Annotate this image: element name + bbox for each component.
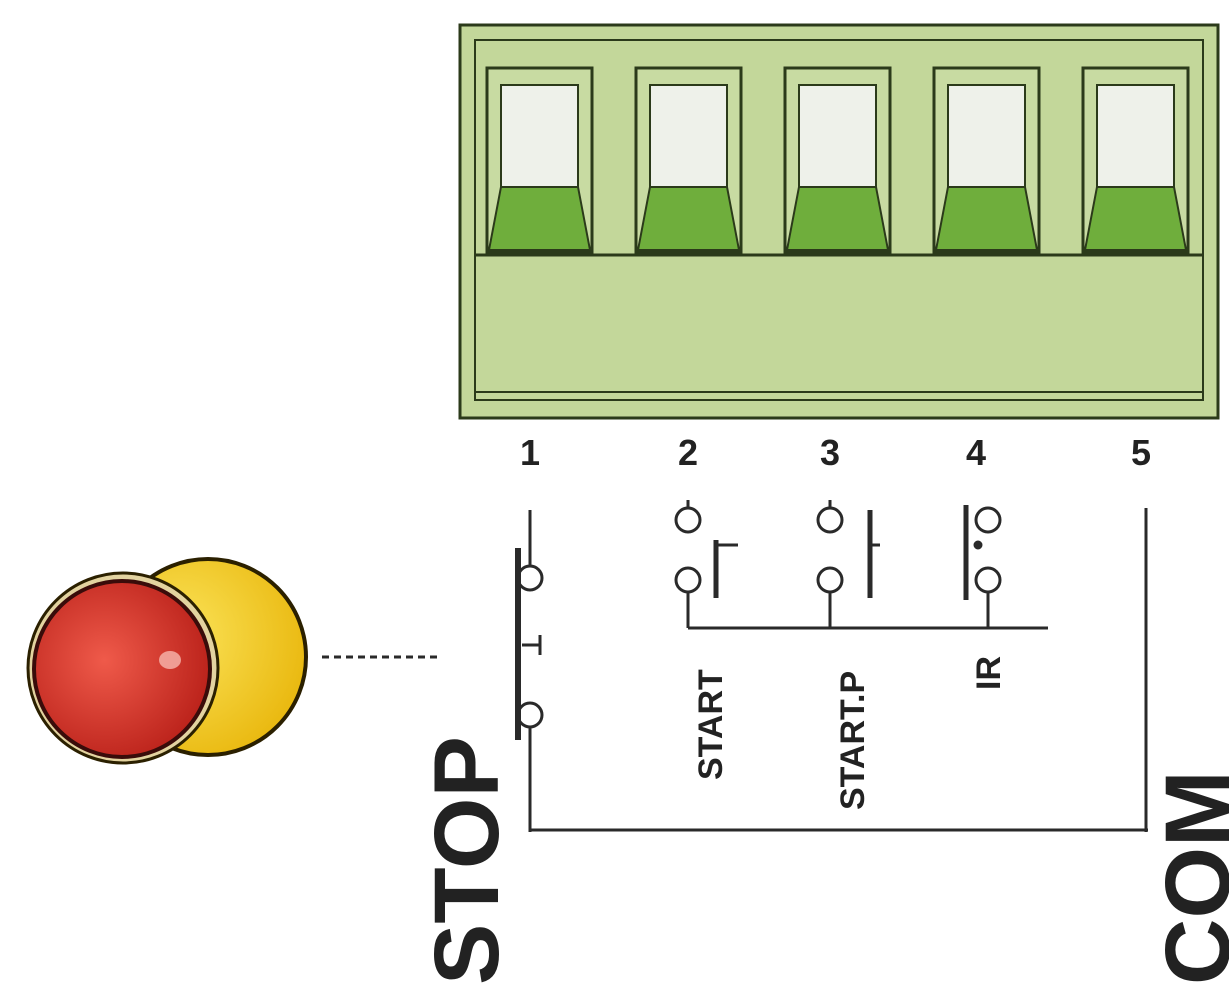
start-label: START [692, 669, 730, 780]
ir-contact [963, 505, 1002, 628]
terminal-number-5: 5 [1131, 432, 1151, 473]
stop-contact [515, 510, 544, 832]
ir-label: IR [970, 656, 1008, 690]
emergency-stop-button [26, 557, 308, 765]
terminal-block [458, 23, 1220, 420]
start-p-contact [816, 500, 880, 628]
terminal-slot-5 [1081, 66, 1190, 254]
com-label: COM [1147, 770, 1229, 985]
stop-button-cap [32, 579, 212, 759]
stop-label: STOP [416, 736, 518, 985]
terminal-number-4: 4 [966, 432, 986, 473]
terminal-slot-3 [783, 66, 892, 254]
terminal-slot-2 [634, 66, 743, 254]
start-p-label: START.P [834, 671, 872, 810]
terminal-number-3: 3 [820, 432, 840, 473]
wiring [515, 500, 1148, 832]
terminal-number-2: 2 [678, 432, 698, 473]
terminal-number-1: 1 [520, 432, 540, 473]
start-contact [674, 500, 738, 628]
terminal-slot-1 [485, 66, 594, 254]
terminal-slot-4 [932, 66, 1041, 254]
